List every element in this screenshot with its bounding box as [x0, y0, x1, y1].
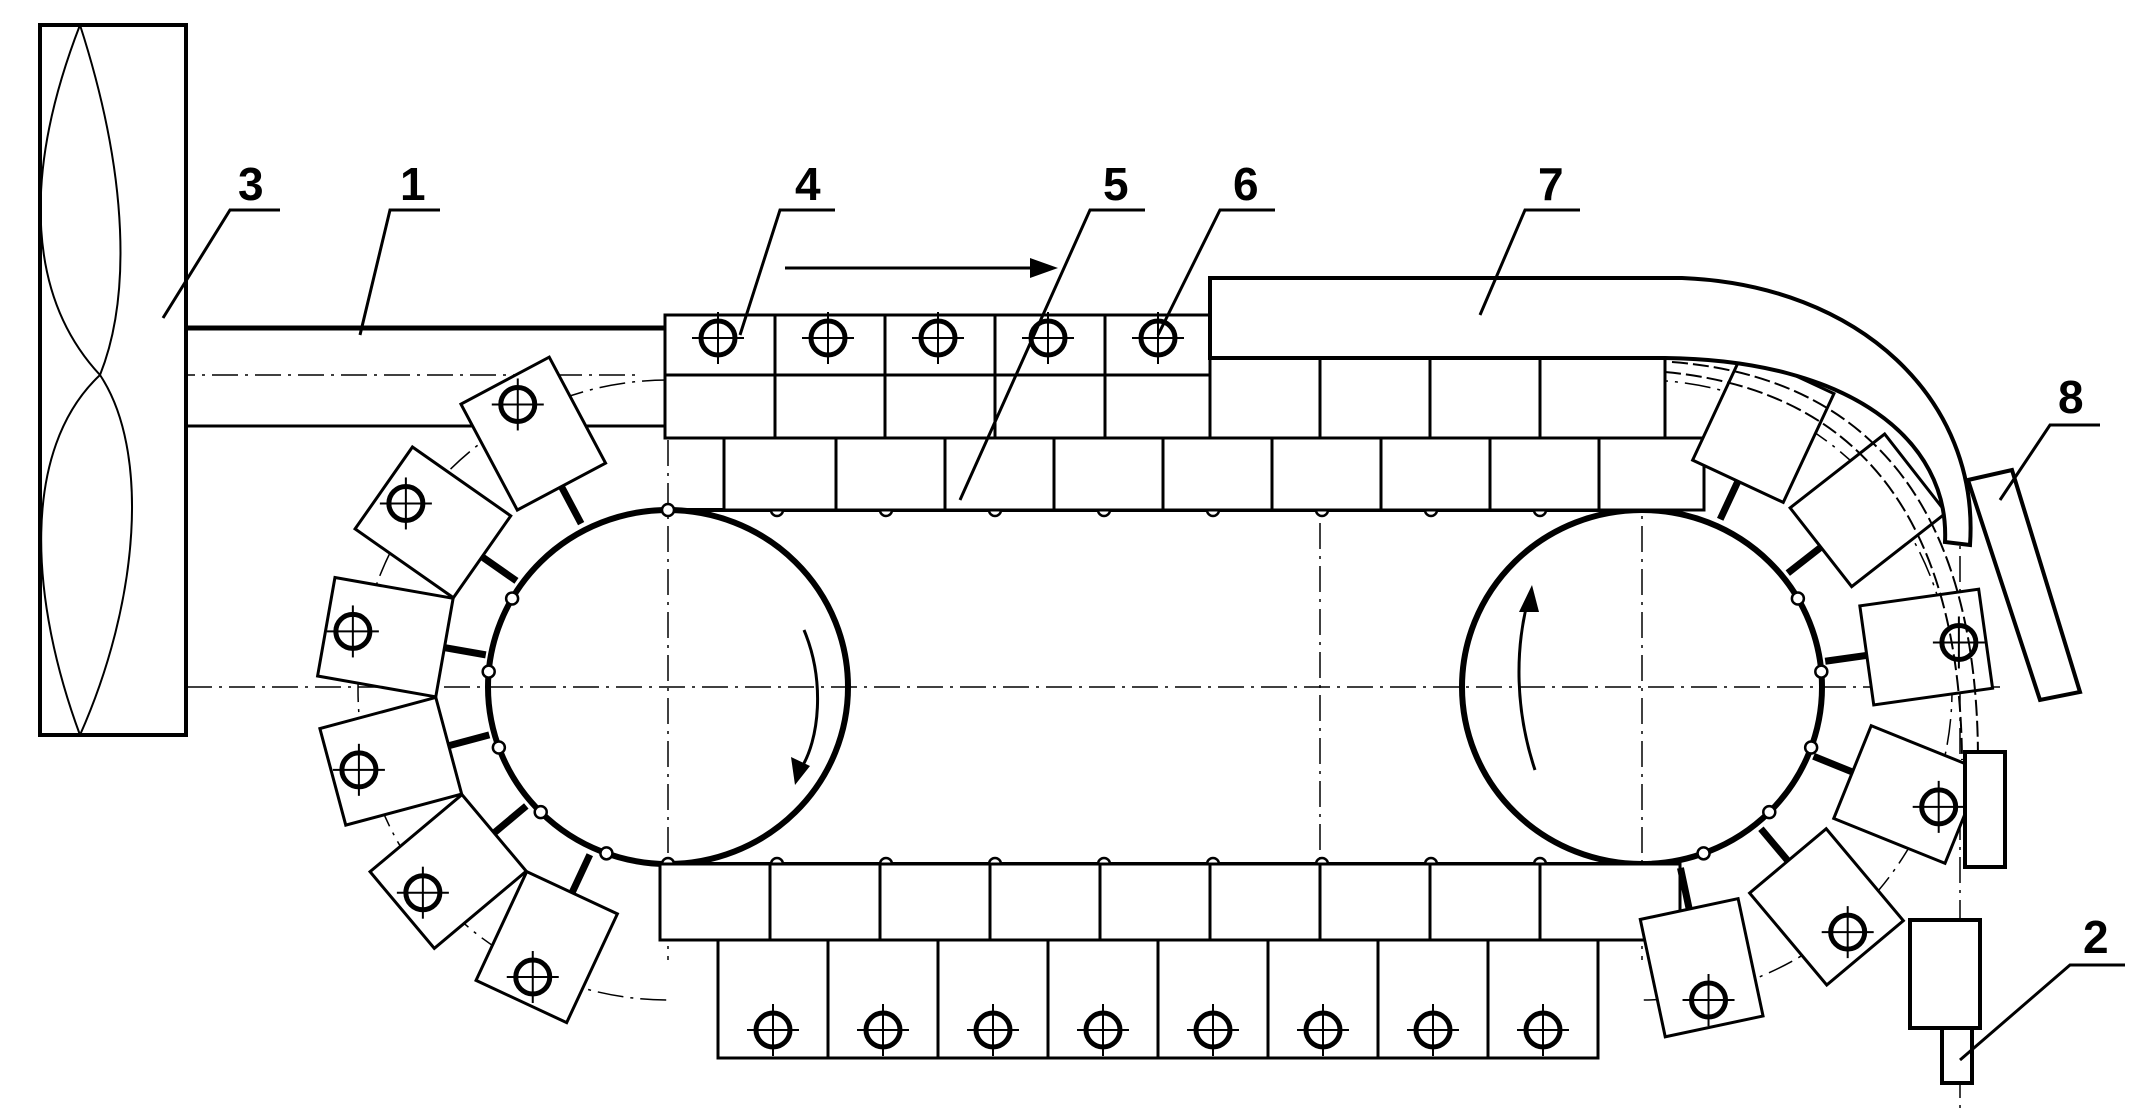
- label-6: 6: [1233, 158, 1259, 210]
- chain-roller: [660, 502, 676, 518]
- item-marker: [326, 605, 379, 658]
- item-marker: [912, 312, 964, 364]
- item-marker: [1187, 1004, 1239, 1056]
- holder-block: [1747, 826, 1906, 988]
- item-marker: [1132, 312, 1184, 364]
- item-marker: [491, 378, 544, 431]
- disc-3: [38, 23, 188, 737]
- label-3: 3: [238, 158, 264, 210]
- holder-block: [1638, 896, 1765, 1039]
- guide-7: [1208, 276, 1973, 548]
- shaft-1: [186, 325, 665, 428]
- output-2: [1908, 750, 2007, 1085]
- holder-block: [367, 792, 529, 951]
- item-marker: [967, 1004, 1019, 1056]
- item-marker: [1077, 1004, 1129, 1056]
- label-2: 2: [2083, 911, 2109, 963]
- item-marker: [1821, 906, 1874, 959]
- item-marker: [332, 743, 385, 796]
- holder-block: [318, 695, 464, 827]
- item-marker: [1297, 1004, 1349, 1056]
- links-bottom: [658, 862, 1682, 942]
- holder-block: [352, 444, 513, 600]
- label-4: 4: [795, 158, 821, 210]
- item-marker: [857, 1004, 909, 1056]
- item-marker: [1682, 974, 1735, 1027]
- chain-roller: [481, 664, 496, 679]
- label-1: 1: [400, 158, 426, 210]
- chain-roller: [1790, 591, 1806, 606]
- items-6: [326, 312, 1985, 1056]
- chain-roller: [504, 591, 520, 606]
- item-marker: [1407, 1004, 1459, 1056]
- chain-roller: [1814, 664, 1829, 679]
- holder-block: [315, 575, 455, 699]
- item-marker: [802, 312, 854, 364]
- item-marker: [747, 1004, 799, 1056]
- guide-7-inner-track: [1664, 361, 1979, 761]
- chain-roller: [1762, 804, 1777, 820]
- chain-roller: [491, 740, 507, 755]
- holder-block: [474, 869, 620, 1025]
- label-8: 8: [2058, 371, 2084, 423]
- holder-block: [1787, 431, 1949, 589]
- chain-roller: [1696, 846, 1711, 861]
- deflector-8: [1965, 467, 2083, 703]
- label-7: 7: [1538, 158, 1564, 210]
- item-marker: [1517, 1004, 1569, 1056]
- direction-arrows: [785, 258, 1539, 785]
- item-marker: [1912, 780, 1965, 833]
- leader-lines: [161, 208, 2125, 1062]
- holders-bottom: [716, 938, 1600, 1060]
- item-marker: [379, 477, 432, 530]
- chain-roller: [533, 804, 548, 820]
- item-marker: [692, 312, 744, 364]
- item-marker: [396, 866, 449, 919]
- chain-roller: [1803, 740, 1819, 755]
- chain-roller: [599, 846, 614, 861]
- item-marker: [506, 951, 559, 1004]
- holder-block: [458, 355, 608, 513]
- label-5: 5: [1103, 158, 1129, 210]
- links-top: [722, 436, 1706, 512]
